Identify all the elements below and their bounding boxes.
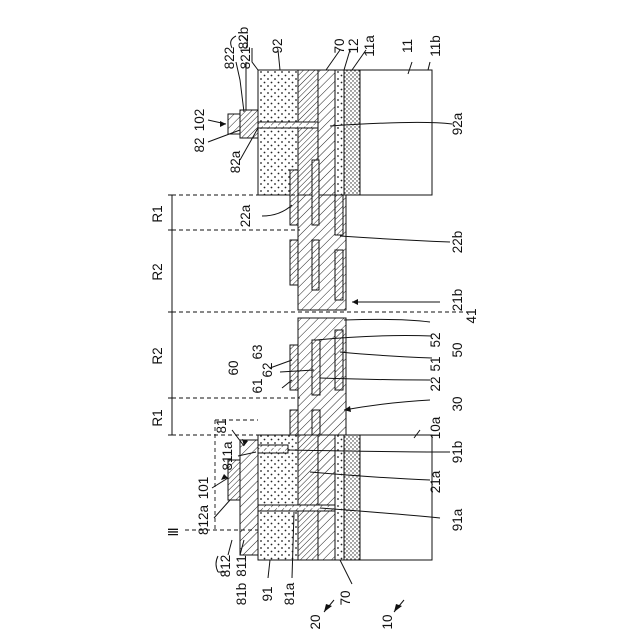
- layer-70-bottom-dots: [335, 435, 344, 560]
- via-82a: [258, 122, 318, 128]
- label-812a: 812a: [196, 504, 211, 535]
- layer-22a-2: [290, 240, 298, 285]
- label-R2-bottom: R2: [150, 347, 165, 364]
- label-10a: 10a: [428, 416, 443, 439]
- label-30: 30: [450, 396, 465, 411]
- label-10: 10: [380, 614, 395, 629]
- layer-51: [335, 330, 343, 390]
- label-12: 12: [346, 38, 361, 53]
- label-60: 60: [226, 360, 241, 375]
- label-R1-bottom: R1: [150, 409, 165, 426]
- label-91: 91: [260, 586, 275, 601]
- layer-12: [335, 70, 344, 195]
- layer-22b: [312, 160, 319, 225]
- via-91b: [258, 445, 288, 453]
- label-81: 81: [214, 418, 229, 433]
- label-821: 821: [238, 47, 253, 70]
- layer-10a: [344, 435, 360, 560]
- label-22: 22: [428, 376, 443, 391]
- label-22a: 22a: [238, 204, 253, 227]
- label-41: 41: [464, 308, 479, 323]
- label-82: 82: [192, 137, 207, 152]
- layer-22a: [290, 170, 298, 225]
- substrate-11: [360, 70, 432, 195]
- label-81b: 81b: [234, 583, 249, 606]
- electrode-81-base: [240, 440, 258, 555]
- label-70-top: 70: [332, 38, 347, 53]
- label-21b: 21b: [450, 289, 465, 312]
- upper-structure: [228, 70, 432, 195]
- label-82b: 82b: [236, 27, 251, 50]
- layer-22b-2: [312, 240, 319, 290]
- label-11a: 11a: [362, 35, 377, 57]
- layer-mid-bottom: [298, 435, 318, 560]
- label-62: 62: [260, 362, 275, 377]
- substrate-10: [360, 435, 432, 560]
- label-11b: 11b: [428, 35, 443, 57]
- label-92a: 92a: [450, 112, 465, 135]
- label-III: Ⅲ: [166, 527, 181, 536]
- label-82a: 82a: [228, 150, 243, 173]
- label-811a: 811a: [220, 441, 235, 471]
- label-822: 822: [222, 47, 237, 70]
- label-811: 811: [234, 555, 249, 577]
- layer-70-bottom: [318, 435, 335, 560]
- label-51: 51: [428, 356, 443, 371]
- label-R2-top: R2: [150, 263, 165, 280]
- layer-30-a: [335, 195, 343, 235]
- label-R1-top: R1: [150, 205, 165, 222]
- label-63: 63: [250, 344, 265, 359]
- label-21a: 21a: [428, 470, 443, 493]
- wiring-strip: [290, 160, 346, 455]
- label-812: 812: [218, 555, 233, 578]
- label-22b: 22b: [450, 231, 465, 254]
- label-102: 102: [192, 109, 207, 132]
- layer-61: [290, 345, 298, 390]
- layer-30-b: [335, 250, 343, 300]
- label-61: 61: [250, 378, 265, 393]
- label-20: 20: [308, 614, 323, 629]
- layer-11a: [344, 70, 360, 195]
- label-91b: 91b: [450, 441, 465, 464]
- label-11: 11: [400, 39, 415, 53]
- label-70-bottom: 70: [338, 590, 353, 605]
- label-91a: 91a: [450, 508, 465, 531]
- lower-structure: [228, 435, 432, 560]
- label-50: 50: [450, 342, 465, 357]
- insulator-91: [258, 435, 298, 560]
- label-52: 52: [428, 332, 443, 347]
- label-81a: 81a: [282, 582, 297, 605]
- label-101: 101: [196, 477, 211, 500]
- label-92: 92: [270, 38, 285, 53]
- layer-62: [312, 340, 320, 395]
- layer-70-top: [318, 70, 335, 195]
